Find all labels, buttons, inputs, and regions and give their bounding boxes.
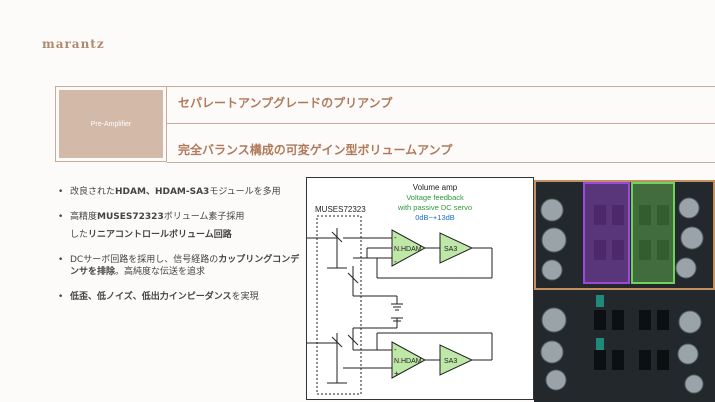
divider-top xyxy=(167,86,715,87)
diagram-title: Volume amp xyxy=(413,183,458,192)
feature-item: 高精度MUSES72323ボリューム素子採用 したリニアコントロールボリューム回… xyxy=(56,211,306,241)
chip-label: MUSES72323 xyxy=(315,205,366,214)
capacitors-right xyxy=(675,197,704,394)
hdam-amp-upper xyxy=(391,229,427,267)
hdam-label-upper: N.HDAM xyxy=(394,246,422,253)
headline-1: セパレートアンプグレードのプリアンプ xyxy=(178,96,393,110)
capacitors-left xyxy=(540,198,567,391)
brand-logo: marantz xyxy=(42,37,105,51)
highlight-green xyxy=(631,182,675,284)
section-label: Pre-Amplifier xyxy=(90,120,132,128)
plus-sign-lower: + xyxy=(394,369,399,378)
highlight-purple xyxy=(583,182,630,284)
feature-item: 低歪、低ノイズ、低出力インピーダンスを実現 xyxy=(56,291,306,303)
sa3-label-upper: SA3 xyxy=(444,246,457,253)
divider-middle xyxy=(167,123,715,124)
minus-sign-lower: - xyxy=(394,345,397,354)
minus-sign-upper-2: - xyxy=(394,257,397,266)
gain-label: 0dB~+13dB xyxy=(415,213,455,222)
volume-amp-diagram: Volume amp Voltage feedback with passive… xyxy=(306,177,534,400)
chip-outline xyxy=(316,215,362,395)
section-box: Pre-Amplifier xyxy=(55,86,167,162)
sa3-amp-lower xyxy=(439,344,474,376)
upper-channel xyxy=(307,228,493,311)
circuit-diagram: Volume amp Voltage feedback with passive… xyxy=(307,183,493,395)
minus-sign-upper: - xyxy=(394,233,397,242)
pcb-image xyxy=(534,180,715,402)
hdam-label-lower: N.HDAM xyxy=(394,358,422,365)
photo-frame xyxy=(534,180,715,290)
circuit-board-photo xyxy=(534,180,715,402)
teal-capacitors xyxy=(596,295,604,350)
feature-item: DCサーボ回路を採用し、信号経路のカップリングコンデンサを排除。高純度な伝送を追… xyxy=(56,254,306,278)
feature-item: 改良されたHDAM、HDAM-SA3モジュールを多用 xyxy=(56,186,306,198)
feedback-label-2: with passive DC servo xyxy=(397,203,472,212)
divider-bottom xyxy=(167,162,715,163)
feature-list: 改良されたHDAM、HDAM-SA3モジュールを多用 高精度MUSES72323… xyxy=(56,186,306,316)
feedback-label-1: Voltage feedback xyxy=(406,193,464,202)
headline-2: 完全バランス構成の可変ゲイン型ボリュームアンプ xyxy=(178,143,453,157)
lower-channel xyxy=(307,317,493,384)
hdam-amp-lower xyxy=(391,341,427,379)
ic-chips xyxy=(594,205,669,370)
sa3-amp-upper xyxy=(439,232,474,264)
sa3-label-lower: SA3 xyxy=(444,358,457,365)
